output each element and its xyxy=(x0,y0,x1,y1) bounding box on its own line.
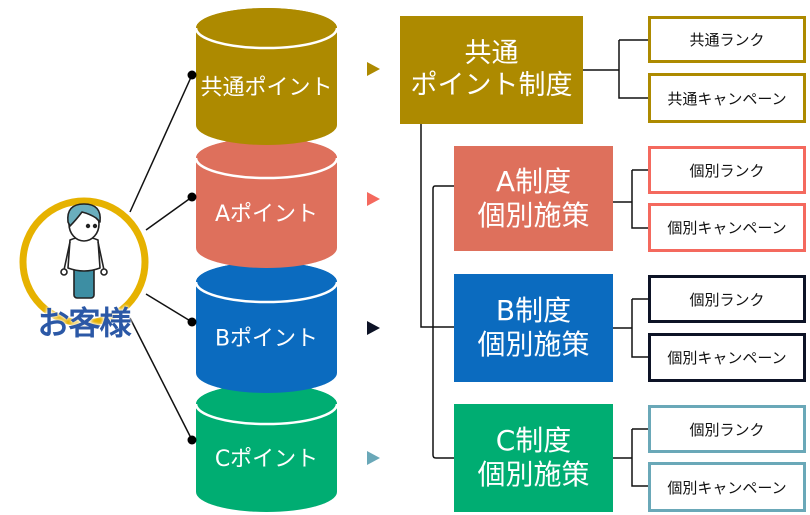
program-box-common: 共通 ポイント制度 xyxy=(400,16,583,124)
bracket-b xyxy=(613,298,648,358)
sub-item-c-campaign: 個別キャンペーン xyxy=(648,462,806,512)
sub-item-brackets xyxy=(583,39,648,487)
program-title-line-1: A制度 xyxy=(495,164,572,198)
program-title-line-1: C制度 xyxy=(495,424,572,458)
arrow-b xyxy=(367,321,380,335)
arrow-c xyxy=(367,451,380,465)
connector-b xyxy=(145,293,193,323)
bracket-a xyxy=(613,169,648,229)
tree-line-common-to-b xyxy=(420,124,454,328)
cylinder-c: Cポイント xyxy=(194,384,339,512)
program-title-line-2: 個別施策 xyxy=(477,198,590,232)
program-title-line-2: 個別施策 xyxy=(477,328,590,361)
dot-b xyxy=(187,317,197,327)
program-title-line-1: B制度 xyxy=(495,294,572,328)
customer-label: お客様 xyxy=(37,304,131,342)
cylinder-label: Cポイント xyxy=(215,447,318,472)
program-title-line-1: 共通 xyxy=(464,37,519,69)
connector-c xyxy=(129,317,193,441)
arrow-a xyxy=(367,192,380,206)
cylinder-rim xyxy=(194,157,339,180)
dot-a xyxy=(187,192,197,202)
sub-item-b-rank: 個別ランク xyxy=(648,275,806,323)
tree-line-a-to-c xyxy=(432,185,454,459)
customer-ring xyxy=(19,197,149,327)
sub-item-common-campaign: 共通キャンペーン xyxy=(648,73,806,123)
cylinder-top xyxy=(196,138,337,178)
sub-item-common-rank: 共通ランク xyxy=(648,16,806,63)
program-box-b: B制度 個別施策 xyxy=(454,274,613,382)
arrow-common xyxy=(367,62,380,76)
sub-item-c-rank: 個別ランク xyxy=(648,405,806,453)
connector-common xyxy=(129,74,193,213)
cylinder-label: Aポイント xyxy=(215,202,318,227)
cylinder-rim xyxy=(194,281,339,304)
cylinder-rim xyxy=(194,403,339,426)
dot-common xyxy=(187,70,197,80)
program-box-c: C制度 個別施策 xyxy=(454,404,613,512)
bracket-c xyxy=(613,428,648,487)
program-box-a: A制度 個別施策 xyxy=(454,146,613,251)
cylinder-top xyxy=(196,384,337,424)
program-tree-lines xyxy=(420,124,454,459)
connector-dots xyxy=(187,70,197,445)
dot-c xyxy=(187,435,197,445)
sub-item-b-campaign: 個別キャンペーン xyxy=(648,333,806,382)
cylinder-top xyxy=(196,8,337,48)
cylinder-label: 共通ポイント xyxy=(200,76,332,101)
cylinder-a: Aポイント xyxy=(194,138,339,268)
person-icon xyxy=(60,203,108,299)
cylinder-top xyxy=(196,262,337,302)
cylinder-rim xyxy=(194,27,339,50)
arrows xyxy=(367,62,380,465)
sub-item-a-campaign: 個別キャンペーン xyxy=(648,203,806,252)
cylinder-b: Bポイント xyxy=(194,262,339,393)
program-title-line-2: ポイント制度 xyxy=(410,70,573,101)
program-title-line-2: 個別施策 xyxy=(477,458,590,491)
sub-item-a-rank: 個別ランク xyxy=(648,146,806,194)
customer-connectors xyxy=(129,74,193,441)
point-cylinders: Cポイント Bポイント Aポイント 共通ポイント xyxy=(194,7,339,512)
bracket-common xyxy=(583,39,648,99)
cylinder-label: Bポイント xyxy=(215,327,318,352)
connector-a xyxy=(145,196,193,231)
cylinder-common: 共通ポイント xyxy=(194,7,339,145)
